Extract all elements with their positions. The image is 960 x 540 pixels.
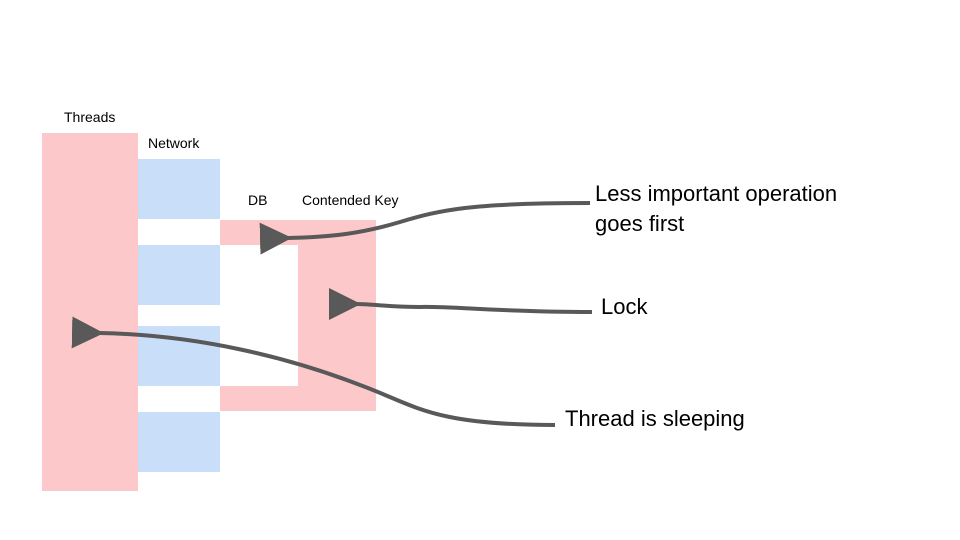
db-block-bottom bbox=[220, 386, 298, 411]
contended-key-lock-bar bbox=[298, 220, 376, 411]
lock-arrow bbox=[328, 287, 593, 320]
network-block-1 bbox=[138, 159, 220, 219]
threads-bar bbox=[42, 133, 138, 491]
network-block-4 bbox=[138, 412, 220, 472]
network-block-2 bbox=[138, 245, 220, 305]
db-label: DB bbox=[248, 192, 268, 208]
less-important-line2: goes first bbox=[595, 211, 685, 236]
network-label: Network bbox=[148, 135, 200, 151]
thread-sleeping-annotation: Thread is sleeping bbox=[565, 406, 745, 431]
less-important-line1: Less important operation bbox=[595, 181, 838, 206]
thread-sleeping-arrow bbox=[71, 316, 556, 427]
contended-key-label: Contended Key bbox=[302, 192, 399, 208]
threads-label: Threads bbox=[64, 109, 116, 125]
db-block-top bbox=[220, 220, 298, 245]
less-important-arrow bbox=[259, 201, 591, 255]
less-important-annotation: Less important operation goes first bbox=[595, 179, 837, 239]
lock-annotation: Lock bbox=[601, 294, 648, 319]
